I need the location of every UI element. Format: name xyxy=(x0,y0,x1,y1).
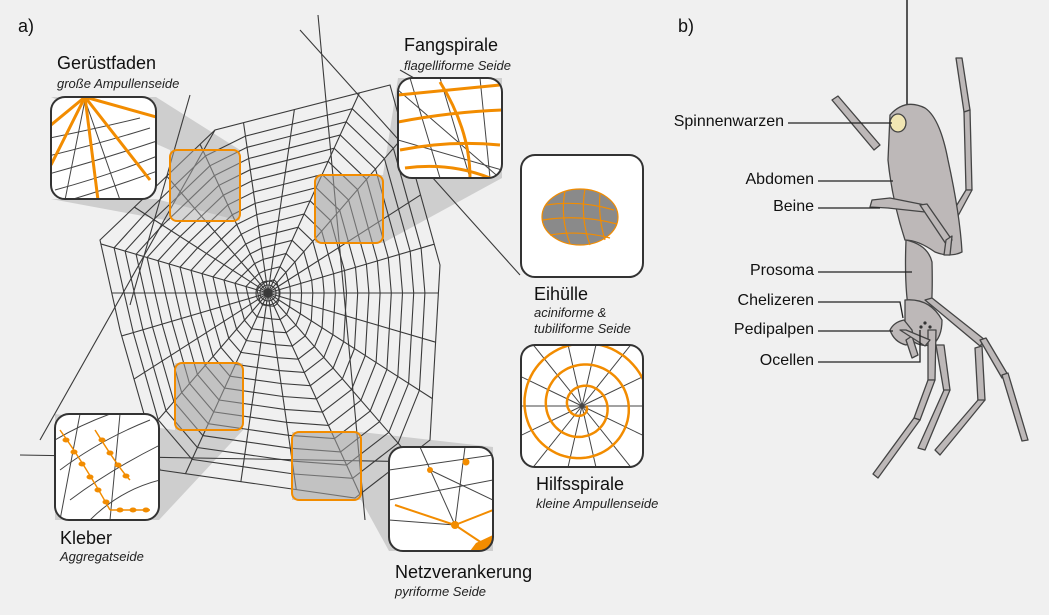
eihuelle-subtitle-line2: tubiliforme Seide xyxy=(534,321,631,336)
label-abdomen: Abdomen xyxy=(745,171,815,188)
inset-geruestfaden xyxy=(50,96,157,200)
hilfsspirale-title: Hilfsspirale xyxy=(536,474,625,494)
label-beine: Beine xyxy=(773,198,814,215)
inset-fangspirale xyxy=(397,77,503,179)
inset-kleber xyxy=(54,413,160,521)
label-spinnenwarzen: Spinnenwarzen xyxy=(673,113,784,130)
eihuelle-subtitle-line1: aciniforme & xyxy=(534,305,607,320)
fangspirale-subtitle: flagelliforme Seide xyxy=(404,58,511,73)
inset-eihuelle xyxy=(520,154,644,278)
label-prosoma: Prosoma xyxy=(749,262,814,279)
panel-b-label: b) xyxy=(678,16,695,36)
inset-hilfsspirale xyxy=(520,344,644,468)
netzverankerung-subtitle: pyriforme Seide xyxy=(395,584,487,599)
inset-netzverankerung xyxy=(388,446,494,552)
label-pedipalpen: Pedipalpen xyxy=(733,321,814,338)
leader-lines xyxy=(788,122,921,363)
spider-drawing xyxy=(831,0,1029,479)
spider-markers xyxy=(919,321,932,329)
netzverankerung-title: Netzverankerung xyxy=(395,562,533,582)
geruestfaden-subtitle: große Ampullenseide xyxy=(57,76,180,91)
web-highlights xyxy=(169,149,384,501)
kleber-title: Kleber xyxy=(60,528,113,548)
eihuelle-title: Eihülle xyxy=(534,284,589,304)
label-ocellen: Ocellen xyxy=(759,352,814,369)
panel-a-label: a) xyxy=(18,16,35,36)
label-chelizeren: Chelizeren xyxy=(737,292,814,309)
spider-web xyxy=(19,14,521,521)
fangspirale-title: Fangspirale xyxy=(404,35,499,55)
geruestfaden-title: Gerüstfaden xyxy=(57,53,157,73)
kleber-subtitle: Aggregatseide xyxy=(60,549,144,564)
hilfsspirale-subtitle: kleine Ampullenseide xyxy=(536,496,659,511)
